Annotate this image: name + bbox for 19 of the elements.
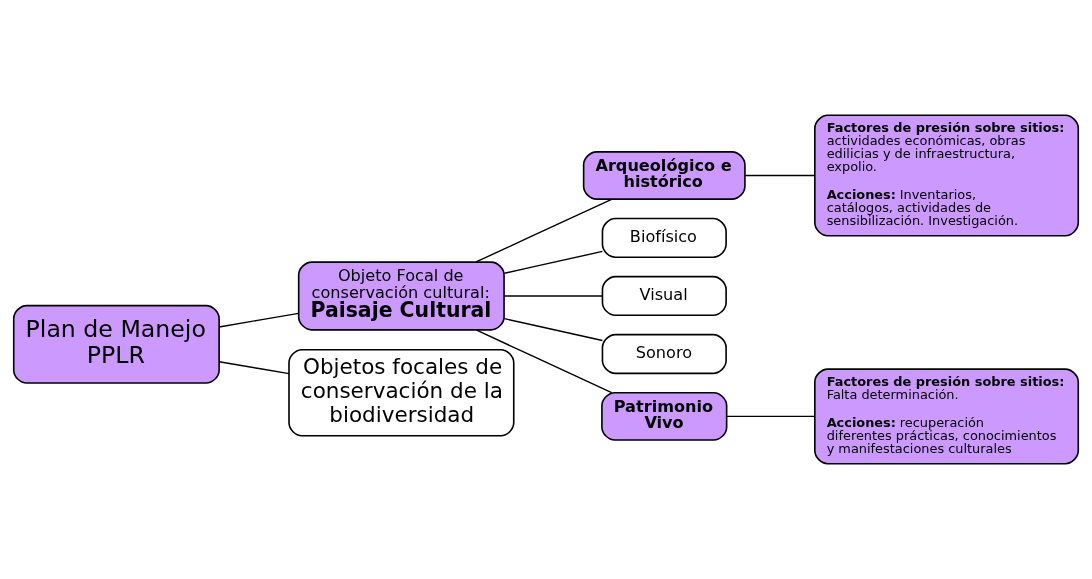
- node-box: Patrimonio Vivo: [601, 391, 728, 441]
- connector: [726, 415, 816, 418]
- node-box: Objetos focales de conservación de la biodiversidad: [288, 348, 515, 437]
- connector: [475, 329, 613, 394]
- connector: [744, 174, 816, 177]
- node-box: Biofísico: [601, 217, 727, 259]
- node-box: Factores de presión sobre sitios: actividades económicas, obras edilicias y de infraestructura, expolio. Acciones: Inventarios, catálogos, actividades de sensibilización. Investigación.: [814, 114, 1080, 237]
- node-box: Factores de presión sobre sitios: Falta determinación. Acciones: recuperación diferentes prácticas, conocimientos y manifestaciones culturales: [814, 368, 1080, 465]
- node-box: Visual: [601, 275, 727, 317]
- connector: [503, 317, 604, 342]
- node-box: Plan de Manejo PPLR: [12, 304, 220, 384]
- node-box: Arqueológico e histórico: [582, 151, 746, 200]
- connector: [475, 198, 613, 263]
- connector: [218, 312, 300, 328]
- connector: [503, 250, 604, 274]
- connector: [503, 295, 604, 297]
- node-box: Objeto Focal de conservación cultural: Paisaje Cultural: [297, 261, 505, 331]
- connector: [218, 361, 290, 375]
- node-box: Sonoro: [601, 333, 727, 375]
